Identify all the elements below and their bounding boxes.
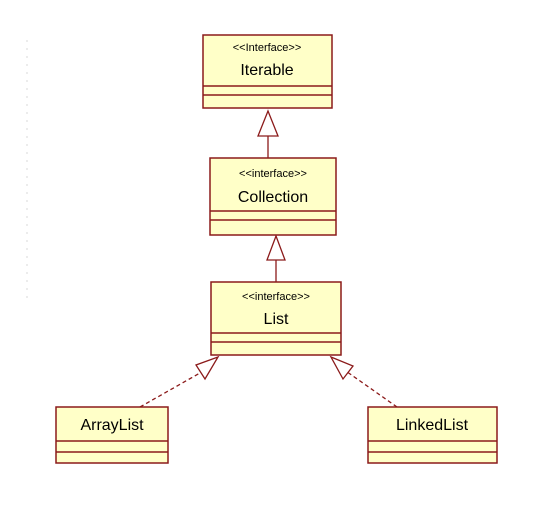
realization-arrowhead	[329, 355, 355, 381]
class-name: List	[264, 311, 289, 328]
realization-linkedlist-list	[329, 355, 398, 408]
class-collection[interactable]: <<interface>> Collection	[209, 157, 337, 236]
stereotype-label: <<Interface>>	[233, 42, 302, 54]
class-name: Collection	[238, 189, 308, 206]
generalization-arrowhead	[266, 234, 286, 261]
class-iterable[interactable]: <<Interface>> Iterable	[202, 34, 333, 109]
stereotype-label: <<interface>>	[239, 168, 307, 180]
class-arraylist[interactable]: ArrayList	[55, 406, 169, 464]
class-name: LinkedList	[396, 417, 469, 434]
class-list[interactable]: <<interface>> List	[210, 281, 342, 356]
realization-arraylist-list	[139, 355, 220, 408]
class-name: Iterable	[240, 62, 293, 79]
generalization-collection-iterable	[257, 109, 279, 158]
realization-arrowhead	[195, 355, 220, 381]
generalization-arrowhead	[257, 109, 279, 137]
class-linkedlist[interactable]: LinkedList	[367, 406, 498, 464]
class-name: ArrayList	[80, 417, 144, 434]
stereotype-label: <<interface>>	[242, 291, 310, 303]
generalization-list-collection	[266, 234, 286, 282]
